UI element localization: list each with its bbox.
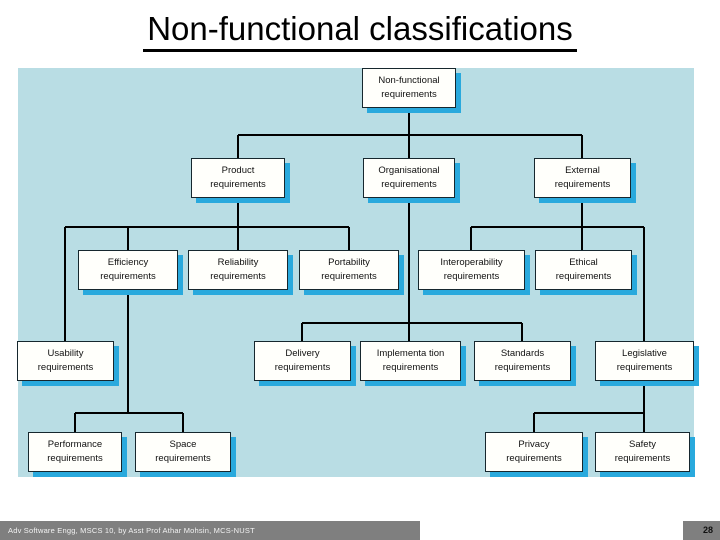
node-label: External [565, 164, 600, 176]
node-label: requirements [381, 89, 437, 100]
node-label: requirements [382, 362, 439, 373]
node-safety: Safety requirements [595, 432, 690, 472]
node-label: Interoperability [440, 256, 503, 268]
connector-line [471, 226, 644, 228]
node-label: Privacy [518, 438, 550, 450]
node-label: Product [221, 164, 255, 176]
connector-line [182, 413, 184, 432]
node-organisational: Organisational requirements [363, 158, 455, 198]
page-number: 28 [683, 521, 720, 540]
node-label: Organisational [378, 164, 440, 176]
node-label: Space [169, 438, 197, 450]
node-product: Product requirements [191, 158, 285, 198]
node-label: requirements [210, 271, 266, 282]
title-area: Non-functional classifications [0, 10, 720, 52]
node-usability: Usability requirements [17, 341, 114, 381]
node-legislative: Legislative requirements [595, 341, 694, 381]
connector-line [65, 226, 349, 228]
connector-line [643, 381, 645, 413]
node-label: Performance [47, 438, 103, 450]
node-efficiency: Efficiency requirements [78, 250, 178, 290]
node-privacy: Privacy requirements [485, 432, 583, 472]
node-label: requirements [614, 453, 671, 464]
connector-line [643, 413, 645, 432]
footer-bar: Adv Software Engg, MSCS 10, by Asst Prof… [0, 521, 420, 540]
connector-line [238, 134, 582, 136]
connector-line [302, 322, 522, 324]
connector-line [581, 227, 583, 250]
node-label: requirements [506, 453, 562, 464]
node-label: requirements [155, 453, 211, 464]
node-label: Standards [500, 347, 545, 359]
node-label: requirements [274, 362, 331, 373]
node-label: requirements [210, 179, 266, 190]
node-portability: Portability requirements [299, 250, 399, 290]
node-performance: Performance requirements [28, 432, 122, 472]
node-ethical: Ethical requirements [535, 250, 632, 290]
connector-line [301, 323, 303, 341]
connector-line [237, 227, 239, 250]
node-external: External requirements [534, 158, 631, 198]
connector-line [643, 227, 645, 341]
node-label: requirements [555, 271, 612, 282]
node-label: Legislative [622, 347, 667, 359]
connector-line [470, 227, 472, 250]
node-delivery: Delivery requirements [254, 341, 351, 381]
node-label: Safety [629, 438, 656, 450]
connector-line [75, 412, 183, 414]
connector-line [64, 227, 66, 341]
node-label: requirements [381, 179, 437, 190]
connector-line [348, 227, 350, 250]
node-interoperability: Interoperability requirements [418, 250, 525, 290]
footer-text: Adv Software Engg, MSCS 10, by Asst Prof… [8, 526, 255, 535]
node-space: Space requirements [135, 432, 231, 472]
node-label: requirements [494, 362, 551, 373]
node-reliability: Reliability requirements [188, 250, 288, 290]
node-implementation: Implementa tion requirements [360, 341, 461, 381]
connector-line [533, 413, 535, 432]
connector-line [408, 323, 410, 341]
connector-line [521, 323, 523, 341]
connector-line [74, 413, 76, 432]
connector-line [237, 198, 239, 227]
node-label: requirements [37, 362, 94, 373]
node-label: requirements [100, 271, 156, 282]
node-label: requirements [616, 362, 673, 373]
node-label: Efficiency [107, 256, 149, 268]
node-label: Portability [328, 256, 370, 268]
node-label: requirements [443, 271, 500, 282]
connector-line [581, 198, 583, 227]
node-label: Usability [47, 347, 84, 359]
node-label: Ethical [569, 256, 598, 268]
page-title: Non-functional classifications [143, 10, 577, 52]
connector-line [127, 290, 129, 413]
node-nonfunctional: Non-functional requirements [362, 68, 456, 108]
connector-line [237, 135, 239, 158]
node-standards: Standards requirements [474, 341, 571, 381]
connector-line [581, 135, 583, 158]
connector-line [408, 135, 410, 158]
connector-line [408, 198, 410, 323]
connector-line [534, 412, 644, 414]
node-label: requirements [554, 179, 611, 190]
connector-line [127, 227, 129, 250]
node-label: Implementa tion [376, 347, 445, 359]
connector-line [408, 108, 410, 135]
node-label: Reliability [217, 256, 259, 268]
node-label: Non-functional [378, 74, 440, 86]
node-label: requirements [321, 271, 377, 282]
node-label: requirements [47, 453, 103, 464]
node-label: Delivery [285, 347, 320, 359]
